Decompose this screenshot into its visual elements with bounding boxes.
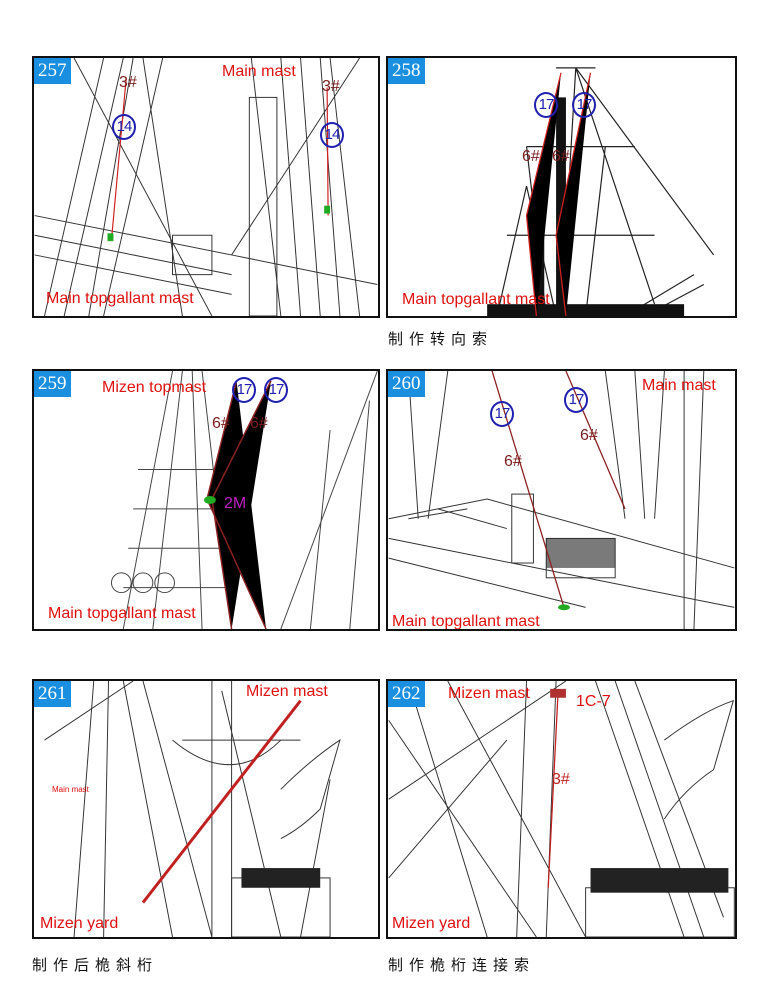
- label-mizen-mast: Mizen mast: [448, 685, 530, 702]
- part-number-circle: 17: [490, 401, 514, 427]
- line-code: 6#: [522, 148, 540, 165]
- figure-258: 258 Main topgallant mast 6# 6# 17 17: [386, 56, 737, 318]
- line-code: 3#: [119, 74, 137, 91]
- label-main-mast: Main mast: [642, 377, 716, 394]
- rigging-illustration: [110, 371, 378, 629]
- figure-number: 257: [34, 58, 71, 84]
- rigging-illustration: [487, 67, 715, 316]
- marker-label: 2M: [224, 495, 247, 512]
- figure-number: 258: [388, 58, 425, 84]
- part-number-circle: 17: [232, 377, 256, 403]
- label-main-topgallant-mast: Main topgallant mast: [402, 291, 550, 308]
- label-mizen-mast: Mizen mast: [246, 683, 328, 700]
- figure-262: 262 Mizen mast Mizen yard 1C-7 3#: [386, 679, 737, 939]
- caption: 制作桅桁连接索: [388, 956, 536, 974]
- part-code: 1C-7: [576, 693, 611, 710]
- figure-261: 261 Mizen mast Main mast Mizen yard: [32, 679, 380, 939]
- label-main-mast: Main mast: [222, 63, 296, 80]
- line-code: 3#: [322, 78, 340, 95]
- figure-257: 257 Main mast Main topgallant mast 3# 3#…: [32, 56, 380, 318]
- part-number-circle: 17: [264, 377, 288, 403]
- line-code: 6#: [212, 415, 230, 432]
- part-number-circle: 14: [112, 114, 136, 140]
- figure-number: 260: [388, 371, 425, 397]
- part-number-circle: 17: [572, 92, 596, 118]
- rigging-illustration: [388, 371, 735, 629]
- label-mizen-yard: Mizen yard: [392, 915, 471, 932]
- rigging-illustration: [34, 58, 378, 316]
- rigging-illustration: [388, 681, 735, 937]
- rigging-illustration: [44, 681, 341, 937]
- label-main-topgallant-mast: Main topgallant mast: [48, 605, 196, 622]
- figure-number: 261: [34, 681, 71, 707]
- line-code: 6#: [504, 453, 522, 470]
- figure-number: 262: [388, 681, 425, 707]
- label-main-topgallant-mast: Main topgallant mast: [46, 290, 194, 307]
- label-main-mast: Main mast: [52, 785, 89, 794]
- line-code: 3#: [552, 771, 570, 788]
- line-code: 6#: [580, 427, 598, 444]
- label-mizen-yard: Mizen yard: [40, 915, 119, 932]
- caption: 制作后桅斜桁: [32, 956, 159, 974]
- caption: 制作转向索: [388, 330, 494, 348]
- figure-259: 259 Mizen topmast Main topgallant mast 6…: [32, 369, 380, 631]
- line-code: 6#: [250, 415, 268, 432]
- figure-260: 260 Main mast Main topgallant mast 6# 6#…: [386, 369, 737, 631]
- figure-number: 259: [34, 371, 71, 397]
- part-number-circle: 17: [564, 387, 588, 413]
- part-number-circle: 14: [320, 122, 344, 148]
- label-main-topgallant-mast: Main topgallant mast: [392, 613, 540, 630]
- part-number-circle: 17: [534, 92, 558, 118]
- label-mizen-topmast: Mizen topmast: [102, 379, 207, 396]
- line-code: 6#: [552, 148, 570, 165]
